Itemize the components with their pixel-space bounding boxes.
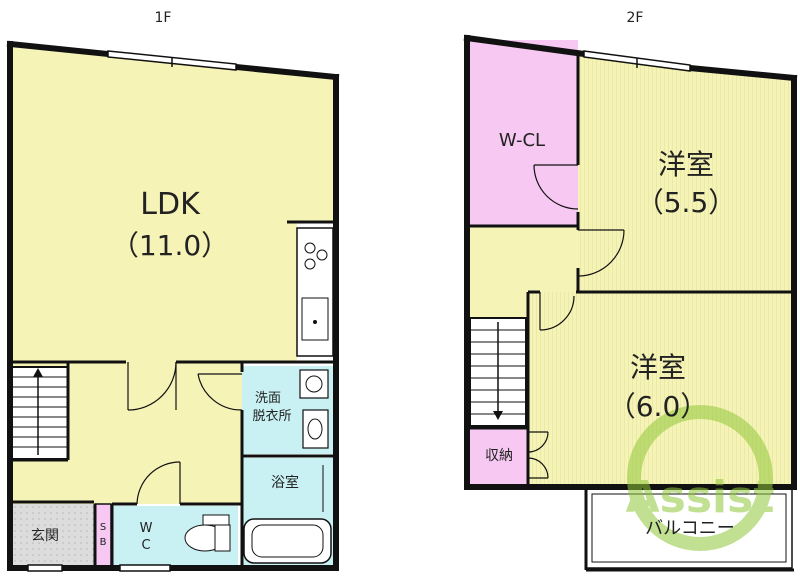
western-room-60 [528, 292, 792, 484]
storage-closet [470, 428, 528, 484]
walls-1f [6, 40, 340, 571]
western2-name: 洋室 [630, 351, 686, 384]
wcl-label: W-CL [499, 130, 545, 151]
washroom [242, 366, 333, 454]
western2-size: （6.0） [608, 390, 709, 423]
shoebox-label-s: S [100, 522, 106, 533]
western-room-55 [578, 50, 792, 292]
western1-size: （5.5） [636, 186, 737, 219]
washroom-label-2: 脱衣所 [252, 408, 291, 424]
entrance-floor [10, 504, 94, 566]
kitchen-counter [296, 227, 334, 357]
stairs-2f [469, 317, 527, 427]
second-floor: 2F [463, 10, 798, 572]
wc-label-w: W [140, 521, 153, 536]
western1-name: 洋室 [658, 148, 714, 181]
bath-label: 浴室 [271, 474, 299, 491]
walk-in-closet [470, 40, 578, 226]
first-floor: 1F [6, 10, 340, 572]
entrance-label: 玄関 [31, 527, 59, 544]
assist-watermark-logo: Assist [626, 405, 775, 551]
storage-label: 収納 [485, 448, 513, 464]
shoebox-label-b: B [100, 537, 107, 548]
assist-watermark-text: Assist [626, 472, 775, 523]
first-floor-label: 1F [155, 10, 172, 26]
windows-1f [27, 50, 237, 572]
balcony-label: バルコニー [645, 518, 735, 539]
doors-2f [527, 164, 625, 479]
shoebox [94, 503, 112, 567]
washroom-label-1: 洗面 [255, 391, 281, 406]
ldk-room [10, 47, 333, 362]
wc-label-c: C [141, 538, 150, 553]
wc-room [112, 506, 238, 566]
stairs-1f [9, 366, 69, 460]
windows-2f [583, 50, 691, 72]
second-floor-label: 2F [627, 10, 644, 26]
bathroom [242, 458, 333, 566]
ldk-name: LDK [140, 187, 201, 222]
ldk-size: （11.0） [111, 229, 229, 262]
doors-1f [127, 361, 243, 505]
